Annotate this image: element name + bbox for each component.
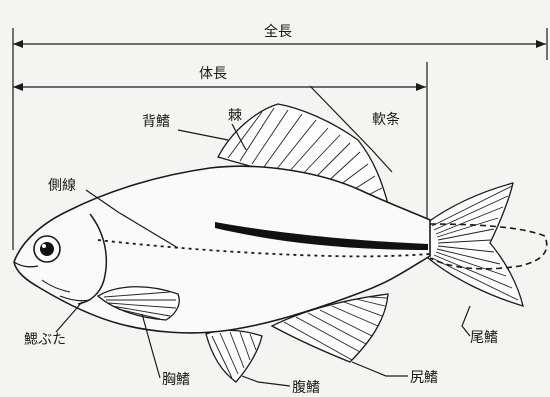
total-length-label: 全長 [264,23,292,40]
spine-label: 棘 [228,108,242,124]
caudal-fin-label: 尾鰭 [470,330,498,346]
pectoral-fin-label: 胸鰭 [162,372,190,388]
anal-fin-label: 尻鰭 [410,370,438,386]
caudal-fin [428,183,523,306]
eye [34,236,60,262]
lateral-line-label: 側線 [48,178,76,194]
soft-ray-label: 軟条 [372,111,400,128]
dorsal-fin-label: 背鰭 [142,114,170,130]
gill-cover-label: 鰓ぶた [24,332,66,348]
pelvic-fin [206,330,262,382]
pelvic-fin-label: 腹鰭 [292,379,320,396]
body-length-label: 体長 [199,66,227,82]
